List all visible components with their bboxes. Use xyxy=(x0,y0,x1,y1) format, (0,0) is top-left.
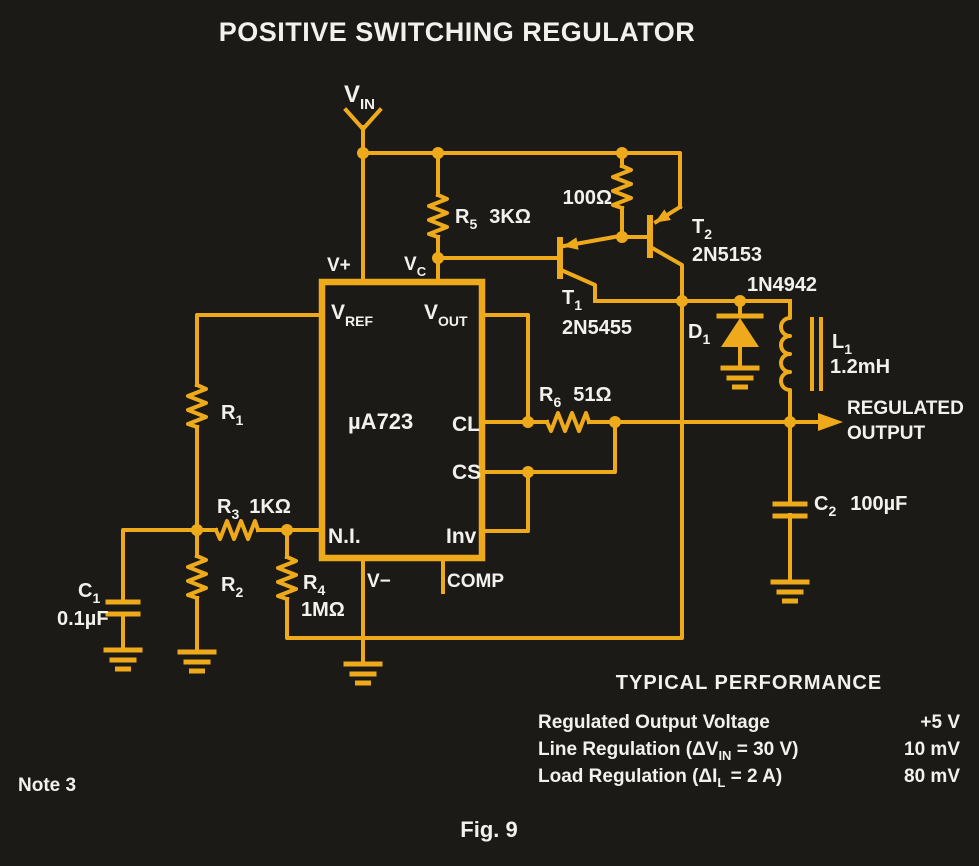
vin-terminal-arms xyxy=(343,107,383,132)
ground-r2 xyxy=(180,652,214,671)
performance-row-label: Line Regulation (ΔVIN = 30 V) xyxy=(538,739,799,763)
r2-label: R2 xyxy=(221,574,243,600)
performance-row-value: 10 mV xyxy=(904,739,960,760)
c1-label: C1 xyxy=(78,580,100,606)
performance-row-label: Regulated Output Voltage xyxy=(538,712,770,733)
note-label: Note 3 xyxy=(18,775,76,796)
t1-emitter xyxy=(561,233,623,250)
ground-c1 xyxy=(106,650,140,669)
ic-box xyxy=(318,278,486,562)
ground-d1 xyxy=(723,368,757,387)
c2-plates xyxy=(772,501,808,519)
t1-collector xyxy=(558,267,597,303)
l1-coil xyxy=(779,299,792,424)
capacitor-c2 xyxy=(772,501,808,519)
c1-plates xyxy=(105,599,141,617)
t2-collector-feedback xyxy=(285,246,684,640)
performance-table: TYPICAL PERFORMANCE Regulated Output Vol… xyxy=(538,672,960,790)
performance-row-value: +5 V xyxy=(920,712,960,733)
r4-label: R4 xyxy=(303,572,325,598)
resistor-r3 xyxy=(213,519,261,541)
regulated-output-label-line1: REGULATED xyxy=(847,398,964,419)
d1-part: 1N4942 xyxy=(747,274,817,296)
junction-dots xyxy=(191,147,796,536)
ic-pin-ni: N.I. xyxy=(328,525,361,548)
inv-wire xyxy=(480,470,530,533)
resistor-r5 xyxy=(427,192,449,240)
c1-value: 0.1µF xyxy=(57,608,109,630)
ic-pin-comp: COMP xyxy=(447,571,504,592)
t2-label: T2 xyxy=(692,216,712,242)
ic-pin-inv: Inv xyxy=(446,525,477,548)
resistor-100ohm xyxy=(611,163,633,211)
t1-part: 2N5455 xyxy=(562,317,632,339)
vref-wire-r1-leads xyxy=(195,313,324,532)
t2-part: 2N5153 xyxy=(692,244,762,266)
l1-core-lines xyxy=(810,317,823,391)
l1-value: 1.2mH xyxy=(830,356,890,378)
resistor-r4 xyxy=(276,554,298,602)
ground-vminus xyxy=(346,664,380,683)
vout-wire xyxy=(480,313,530,424)
d1-label: D1 xyxy=(688,321,710,347)
c1-branch xyxy=(121,528,199,652)
ic-pin-vout: VOUT xyxy=(424,301,468,329)
diode-d1 xyxy=(716,299,764,370)
ic-pin-vminus: V− xyxy=(367,571,391,592)
r4-value: 1MΩ xyxy=(301,599,345,621)
performance-row-label: Load Regulation (ΔIL = 2 A) xyxy=(538,766,782,790)
regulated-output-arrow xyxy=(788,413,843,431)
r1-label: R1 xyxy=(221,402,243,428)
ic-part-number: µA723 xyxy=(348,409,413,434)
r100-label: 100Ω xyxy=(563,187,612,209)
ic-pin-cl: CL xyxy=(452,413,480,436)
vin-label: VIN xyxy=(344,81,375,113)
ground-c2 xyxy=(773,582,807,601)
t2-emitter xyxy=(653,204,683,225)
figure-caption: Fig. 9 xyxy=(460,817,517,842)
ic-pin-vplus: V+ xyxy=(327,255,351,276)
resistor-r2 xyxy=(186,553,208,601)
capacitor-c1 xyxy=(105,599,141,617)
performance-title: TYPICAL PERFORMANCE xyxy=(616,672,882,694)
d1-triangle xyxy=(721,318,759,347)
ic-pin-vc: VC xyxy=(404,254,427,279)
performance-row-value: 80 mV xyxy=(904,766,960,787)
ic-pin-vref: VREF xyxy=(331,301,373,329)
transistor-t1 xyxy=(557,233,623,303)
l1-label: L1 xyxy=(832,331,852,357)
wiring xyxy=(121,107,792,666)
regulated-output-label-line2: OUTPUT xyxy=(847,423,926,444)
resistors xyxy=(186,163,633,602)
ic-pin-cs: CS xyxy=(452,461,481,484)
resistor-r1 xyxy=(186,382,208,430)
inductor-l1 xyxy=(779,299,823,424)
t1-label: T1 xyxy=(562,287,582,313)
page-title: POSITIVE SWITCHING REGULATOR xyxy=(219,17,696,47)
resistor-r6 xyxy=(544,411,592,433)
top-rail xyxy=(361,151,682,209)
